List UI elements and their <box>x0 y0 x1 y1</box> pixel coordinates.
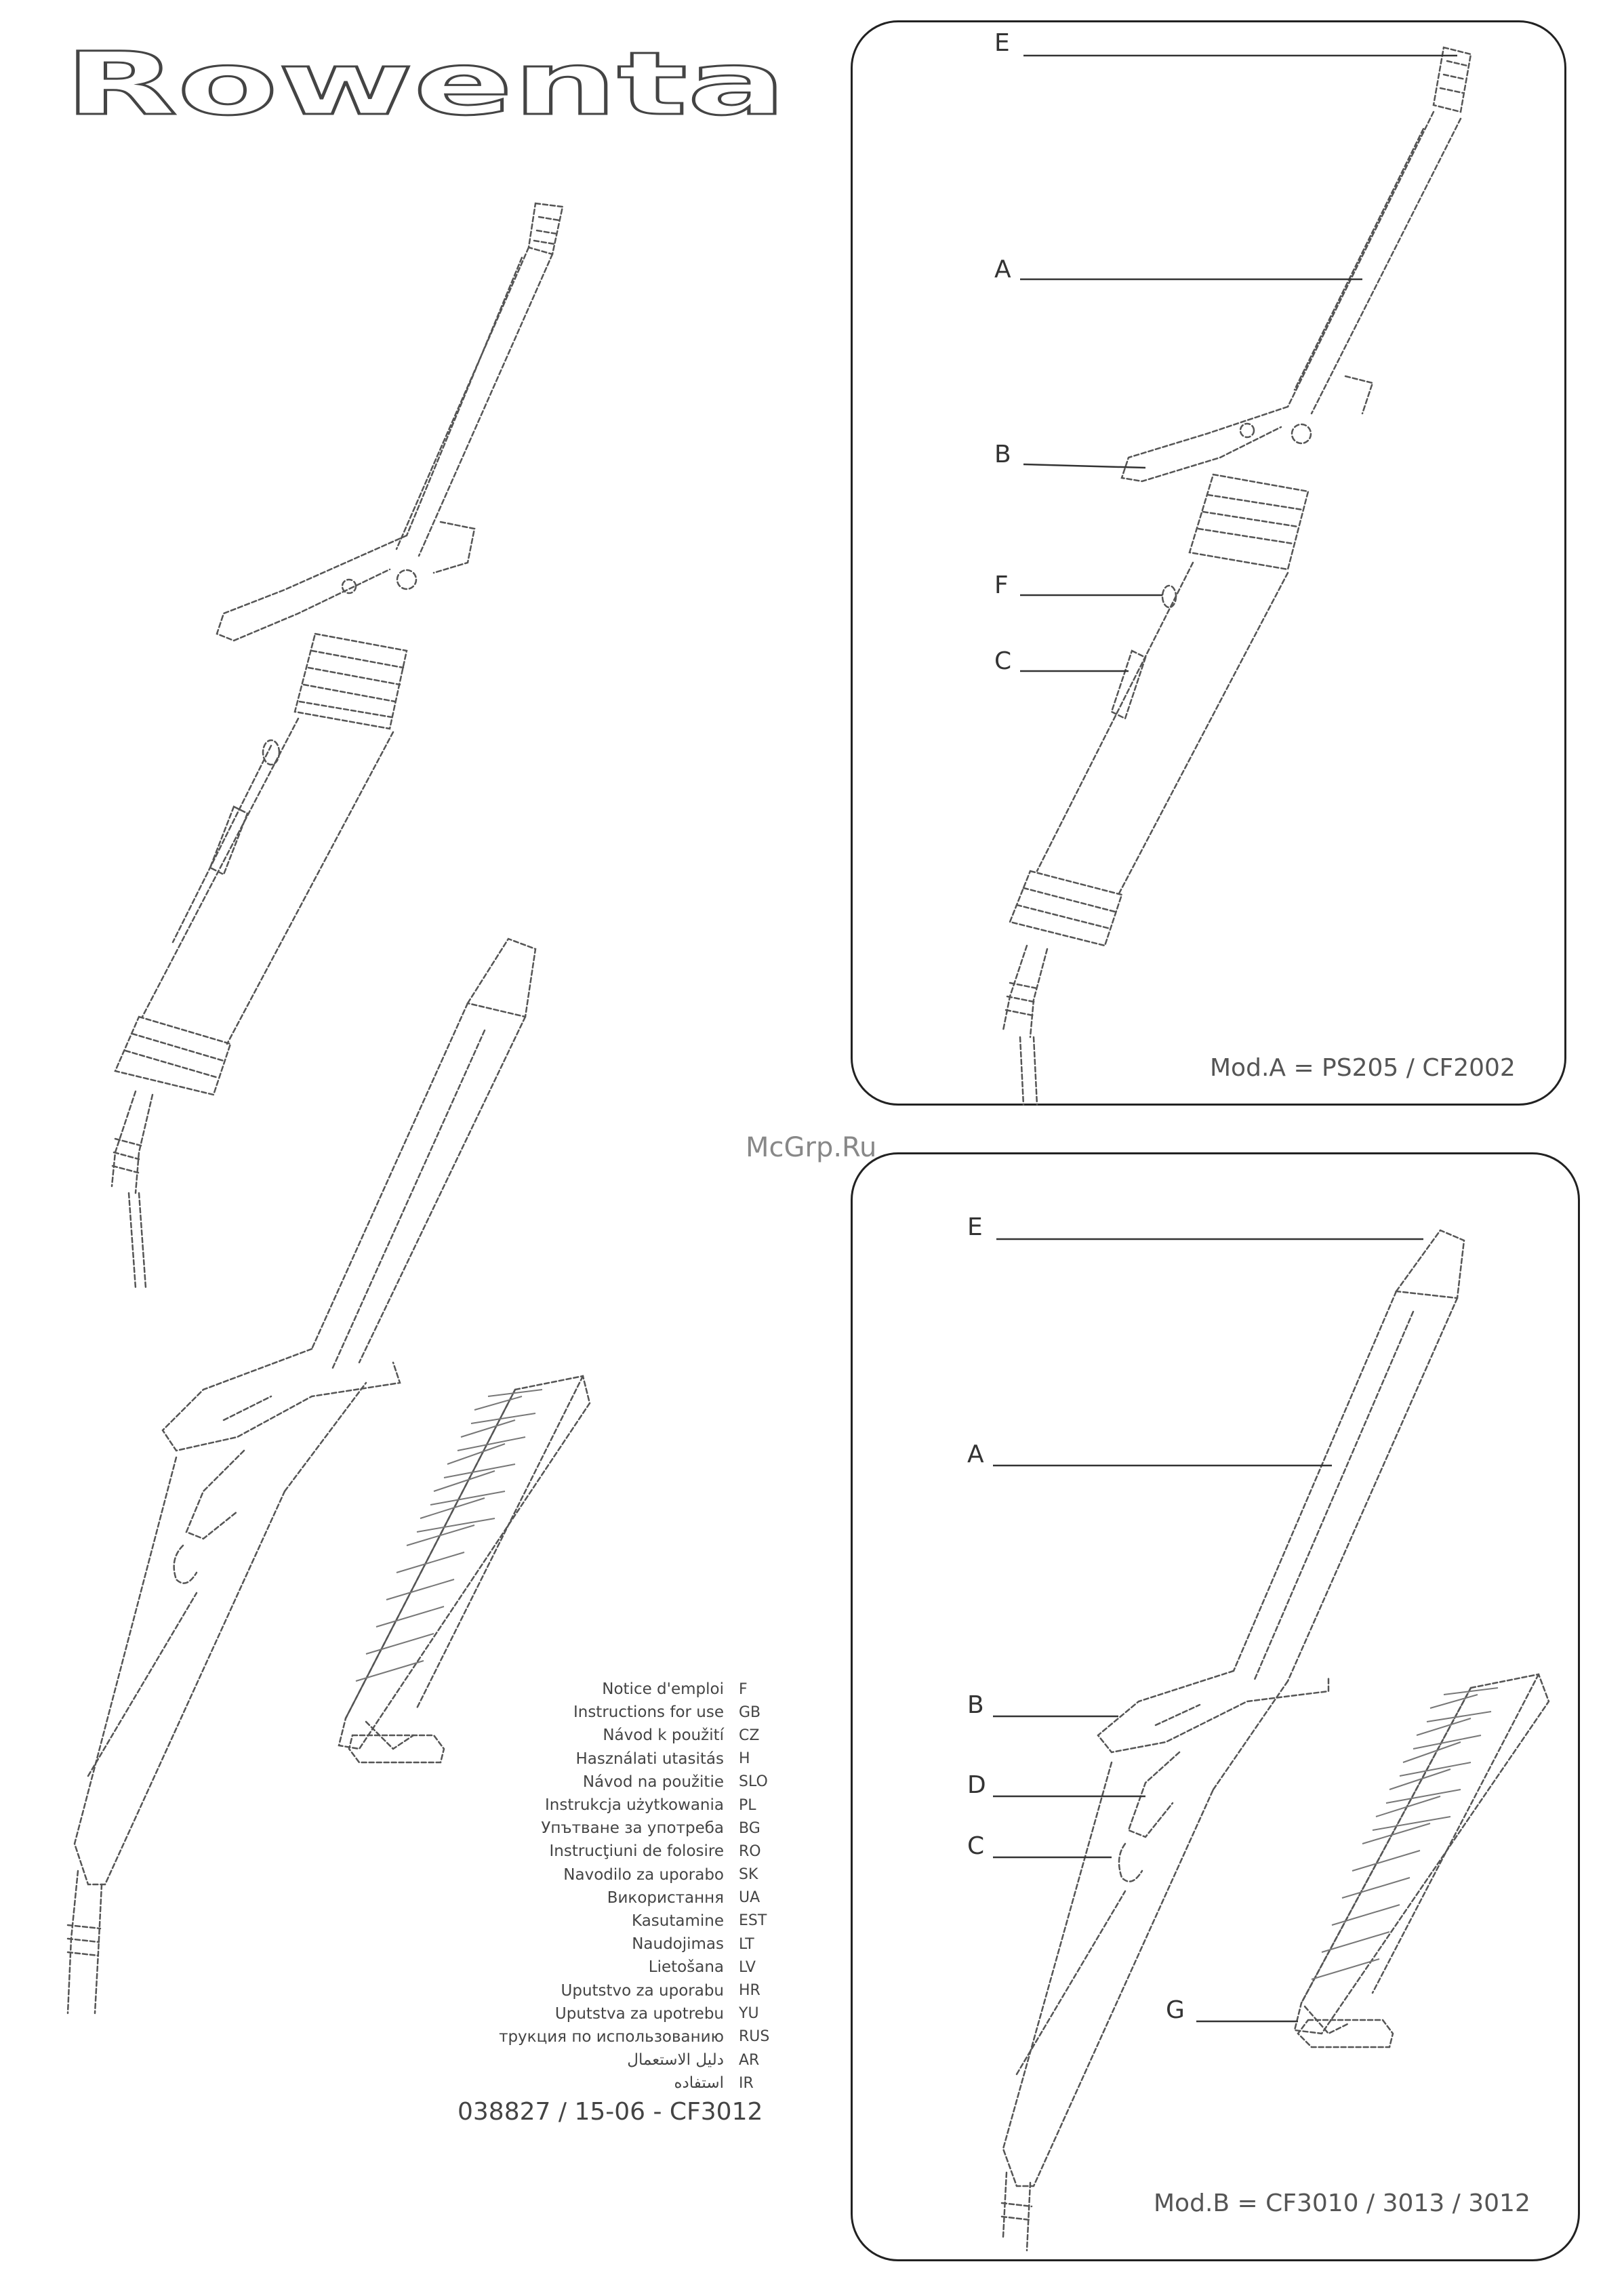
language-row: دليل الاستعمال AR <box>488 2048 786 2072</box>
language-row: Naudojimas LT <box>488 1933 786 1956</box>
language-row: Navodilo za uporabo SK <box>488 1863 786 1886</box>
language-code: H <box>739 1750 750 1768</box>
language-code: LT <box>739 1935 754 1953</box>
language-code: SK <box>739 1866 758 1884</box>
callout-letter: F <box>994 571 1009 599</box>
language-code: F <box>739 1680 748 1698</box>
language-code: LV <box>739 1958 756 1976</box>
document-reference: 038827 / 15-06 - CF3012 <box>458 2098 763 2126</box>
language-row: Використання UA <box>488 1886 786 1910</box>
callout-letter: A <box>967 1440 984 1468</box>
language-name: Instructions for use <box>573 1703 724 1722</box>
language-name: دليل الاستعمال <box>627 2051 724 2069</box>
language-row: Kasutamine EST <box>488 1910 786 1933</box>
callout-letter: D <box>967 1771 986 1799</box>
language-row: Instructions for use GB <box>488 1701 786 1724</box>
callout-letter: E <box>967 1213 983 1241</box>
language-name: Використання <box>607 1888 724 1907</box>
language-name: Notice d'emploi <box>602 1680 724 1699</box>
language-row: Lietošana LV <box>488 1956 786 1979</box>
language-name: Használati utasitás <box>575 1750 724 1768</box>
language-row: Упътване за употреба BG <box>488 1817 786 1840</box>
language-name: Kasutamine <box>632 1912 724 1930</box>
language-name: Uputstvo za uporabu <box>561 1981 724 2000</box>
language-name: Упътване за употреба <box>541 1819 724 1838</box>
language-name: Lietošana <box>648 1958 724 1977</box>
language-row: Uputstva za upotrebu YU <box>488 2002 786 2025</box>
language-code: YU <box>739 2005 759 2023</box>
language-row: трукция по использованию RUS <box>488 2025 786 2048</box>
language-row: استفاده IR <box>488 2072 786 2095</box>
language-row: Uputstvo za uporabu HR <box>488 1979 786 2002</box>
language-code: BG <box>739 1819 760 1837</box>
language-code: CZ <box>739 1726 760 1744</box>
callout-letter: B <box>967 1691 984 1719</box>
language-row: Instrucţiuni de folosire RO <box>488 1840 786 1863</box>
language-code: SLO <box>739 1773 768 1791</box>
callout-letter: B <box>994 441 1011 468</box>
callout-letter: A <box>994 256 1011 283</box>
model-b-panel <box>851 1152 1580 2261</box>
language-name: Návod k použití <box>603 1726 724 1745</box>
language-name: استفاده <box>674 2074 724 2093</box>
language-name: Naudojimas <box>632 1935 724 1954</box>
language-code: IR <box>739 2074 754 2092</box>
language-code: RUS <box>739 2028 770 2046</box>
model-a-panel <box>851 20 1566 1106</box>
rowenta-logo: Rowenta <box>64 47 788 125</box>
language-list: Notice d'emploi F Instructions for use GB Ná… <box>488 1678 786 2095</box>
callout-letter: G <box>1166 1996 1185 2024</box>
language-name: Návod na použitie <box>582 1773 724 1791</box>
language-row: Návod na použitie SLO <box>488 1771 786 1794</box>
language-name: Navodilo za uporabo <box>563 1865 724 1884</box>
language-code: AR <box>739 2051 760 2069</box>
language-code: UA <box>739 1889 760 1907</box>
language-name: Instrucţiuni de folosire <box>549 1842 724 1861</box>
callout-letter: E <box>994 29 1010 57</box>
logo-text: Rowenta <box>64 47 786 125</box>
language-code: RO <box>739 1842 761 1860</box>
language-row: Návod k použití CZ <box>488 1724 786 1747</box>
language-code: EST <box>739 1912 767 1930</box>
language-name: Uputstva za upotrebu <box>554 2004 724 2023</box>
watermark-text: McGrp.Ru <box>746 1132 877 1163</box>
model-b-caption: Mod.B = CF3010 / 3013 / 3012 <box>1154 2189 1530 2217</box>
callout-letter: C <box>994 647 1012 675</box>
language-row: Használati utasitás H <box>488 1747 786 1771</box>
callout-letter: C <box>967 1832 985 1860</box>
language-name: Instrukcja użytkowania <box>545 1796 724 1815</box>
language-row: Notice d'emploi F <box>488 1678 786 1701</box>
language-row: Instrukcja użytkowania PL <box>488 1794 786 1817</box>
language-code: PL <box>739 1796 756 1814</box>
language-code: HR <box>739 1982 760 2000</box>
model-a-caption: Mod.A = PS205 / CF2002 <box>1210 1054 1516 1082</box>
language-name: трукция по использованию <box>499 2027 724 2046</box>
language-code: GB <box>739 1703 761 1721</box>
